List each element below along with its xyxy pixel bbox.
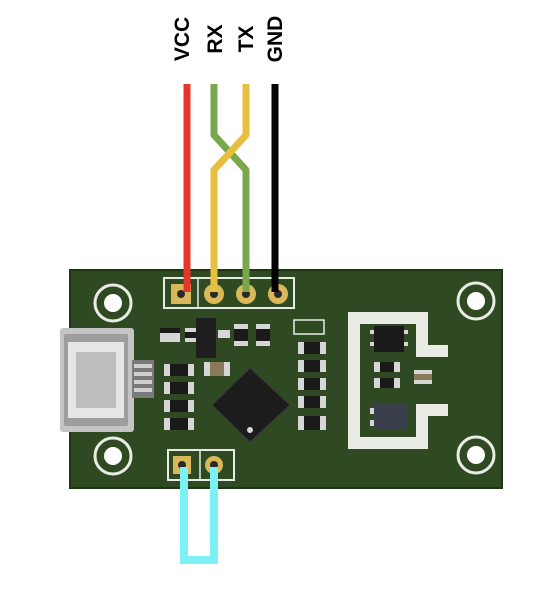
wire-rx — [210, 84, 250, 292]
header-outline — [163, 277, 295, 309]
mounting-hole-bl — [93, 436, 133, 476]
jumper-wire — [180, 467, 218, 564]
mounting-hole-tl — [93, 283, 133, 323]
pcb-antenna-icon — [348, 312, 448, 449]
mounting-hole-tr — [456, 281, 496, 321]
wires — [183, 84, 279, 292]
passive-components-left — [160, 318, 270, 430]
qfn-chip-icon — [211, 367, 291, 443]
mounting-hole-br — [456, 435, 496, 475]
pcb-board — [60, 269, 503, 489]
passive-components-right — [293, 319, 326, 430]
wire-tx — [210, 84, 250, 292]
micro-usb-icon — [60, 328, 154, 432]
